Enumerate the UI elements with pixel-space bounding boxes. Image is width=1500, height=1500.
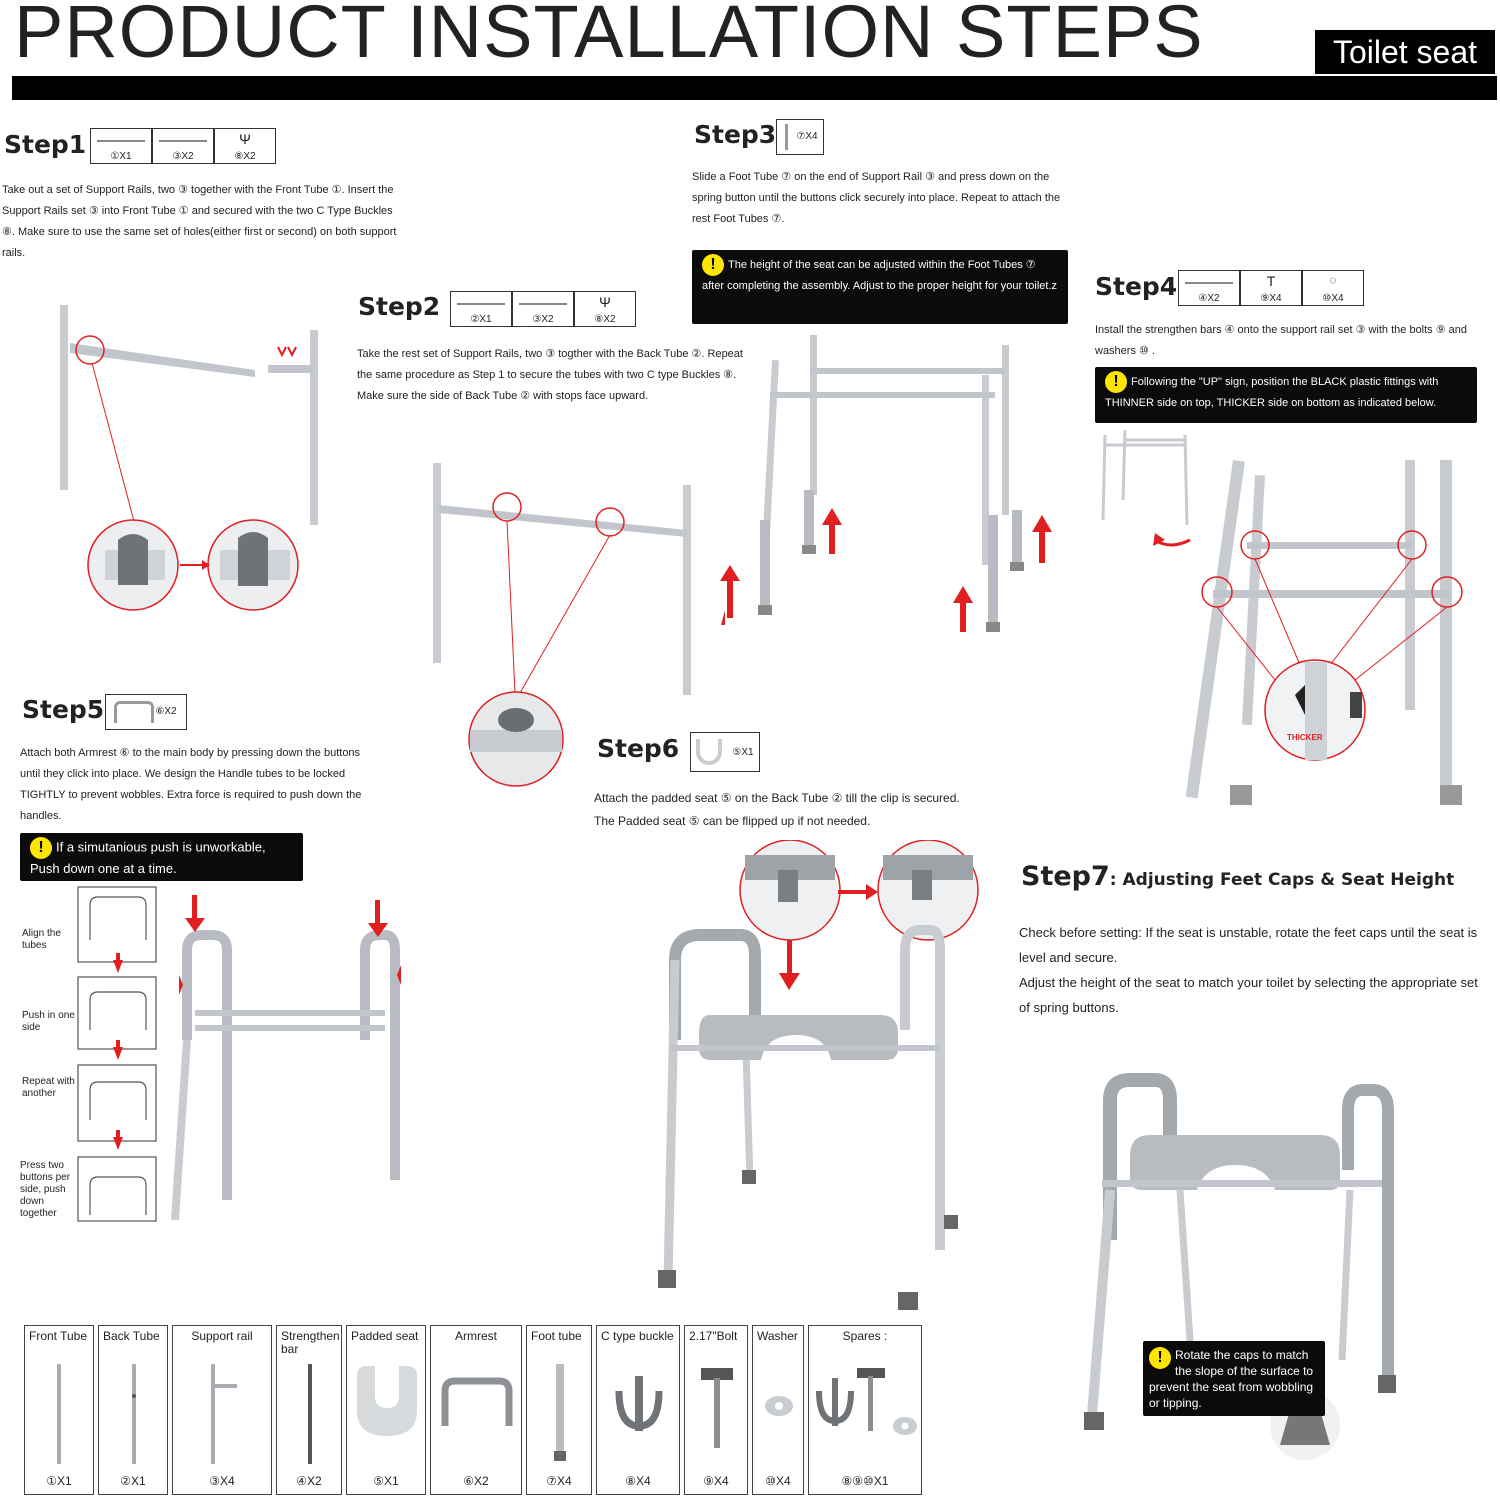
- c-buckle-icon: [615, 1376, 663, 1431]
- part-armrest-icon: ⑥X2: [105, 694, 187, 730]
- step7-text-2: Adjust the height of the seat to match y…: [1019, 975, 1478, 1015]
- step2-illustration: [433, 463, 725, 787]
- foot-tube-icon: [554, 1364, 566, 1461]
- step6-parts: ⑤X1: [690, 732, 760, 772]
- step6-heading: Step6: [597, 734, 680, 763]
- warning-icon: !: [1149, 1347, 1171, 1369]
- step5-illustration: [171, 895, 401, 1220]
- step3-heading: Step3: [694, 120, 777, 149]
- step2-heading: Step2: [358, 292, 441, 321]
- legend-spares: Spares : ⑧⑨⑩X1: [808, 1325, 922, 1495]
- legend-washer: Washer ⑩X4: [752, 1325, 804, 1495]
- strengthen-bar-icon: [308, 1364, 312, 1464]
- legend-armrest: Armrest ⑥X2: [430, 1325, 522, 1495]
- back-tube-icon: [132, 1364, 136, 1464]
- part-strengthen-bar-icon: ④X2: [1178, 270, 1240, 306]
- step2-text: Take the rest set of Support Rails, two …: [357, 348, 743, 402]
- washer-icon: [765, 1396, 793, 1416]
- step7-note: !Rotate the caps to match the slope of t…: [1143, 1341, 1325, 1416]
- step6-illustration: [658, 840, 979, 1310]
- legend-support-rail: Support rail ③X4: [172, 1325, 272, 1495]
- legend-front-tube: Front Tube ①X1: [24, 1325, 94, 1495]
- step7-text-1: Check before setting: If the seat is uns…: [1019, 925, 1478, 965]
- bolt-icon: [701, 1368, 733, 1448]
- warning-icon: !: [702, 254, 724, 276]
- step1-heading: Step1: [4, 130, 87, 159]
- part-back-tube-icon: ②X1: [450, 291, 512, 327]
- step1-illustration: [60, 305, 318, 611]
- step2-up-arrow-icon: [720, 565, 740, 618]
- step5-heading: Step5: [22, 695, 105, 724]
- step4-text: Install the strengthen bars ④ onto the s…: [1095, 324, 1468, 357]
- legend-foot-tube: Foot tube ⑦X4: [526, 1325, 592, 1495]
- part-padded-seat-icon: ⑤X1: [690, 732, 760, 772]
- legend-bolt: 2.17"Bolt ⑨X4: [684, 1325, 748, 1495]
- support-rail-icon: [211, 1364, 237, 1464]
- legend-strengthen-bar: Strengthen bar ④X2: [276, 1325, 342, 1495]
- substep-4-label: Press two buttons per side, push down to…: [20, 1160, 71, 1219]
- step4-note: !Following the "UP" sign, position the B…: [1095, 367, 1477, 423]
- part-foot-tube-icon: ⑦X4: [776, 119, 824, 155]
- part-front-tube-icon: ①X1: [90, 128, 152, 164]
- step6-text-2: The Padded seat ⑤ can be flipped up if n…: [594, 814, 871, 828]
- svg-text:THICKER: THICKER: [1287, 733, 1323, 742]
- spares-icon: [816, 1368, 917, 1435]
- step5-note: !If a simutanious push is unworkable, Pu…: [20, 833, 303, 881]
- step1-text: Take out a set of Support Rails, two ③ t…: [2, 184, 397, 259]
- title-underline: [12, 76, 1497, 100]
- legend-back-tube: Back Tube ②X1: [98, 1325, 168, 1495]
- substep-1-label: Align the tubes: [22, 928, 61, 951]
- substep-2-label: Push in one side: [22, 1010, 75, 1033]
- warning-icon: !: [1105, 371, 1127, 393]
- armrest-icon: [441, 1377, 513, 1426]
- step3-text: Slide a Foot Tube ⑦ on the end of Suppor…: [692, 171, 1061, 225]
- padded-seat-icon: [357, 1366, 417, 1436]
- step3-parts: ⑦X4: [776, 119, 824, 155]
- step5-substeps-illustration: [77, 886, 157, 1222]
- part-washer-icon: ◌⑩X4: [1302, 270, 1364, 306]
- substep-3-label: Repeat with another: [22, 1076, 75, 1099]
- step5-parts: ⑥X2: [105, 694, 187, 730]
- front-tube-icon: [57, 1364, 61, 1464]
- step4-heading: Step4: [1095, 272, 1178, 301]
- step3-note: !The height of the seat can be adjusted …: [692, 250, 1068, 324]
- step3-illustration: [758, 335, 1052, 632]
- product-badge: Toilet seat: [1315, 30, 1495, 74]
- legend-c-buckle: C type buckle ⑧X4: [596, 1325, 680, 1495]
- part-support-rail-icon: ③X2: [152, 128, 214, 164]
- legend-padded-seat: Padded seat ⑤X1: [346, 1325, 426, 1495]
- step4-illustration: THICKER: [1101, 430, 1463, 805]
- warning-icon: !: [30, 837, 52, 859]
- step5-text: Attach both Armrest ⑥ to the main body b…: [20, 747, 362, 822]
- page-title: PRODUCT INSTALLATION STEPS: [14, 0, 1204, 73]
- part-support-rail-icon: ③X2: [512, 291, 574, 327]
- step6-text-1: Attach the padded seat ⑤ on the Back Tub…: [594, 791, 960, 805]
- parts-legend: Front Tube ①X1 Back Tube ②X1 Support rai…: [24, 1325, 926, 1495]
- step7-heading: Step7: Adjusting Feet Caps & Seat Height: [1021, 861, 1455, 892]
